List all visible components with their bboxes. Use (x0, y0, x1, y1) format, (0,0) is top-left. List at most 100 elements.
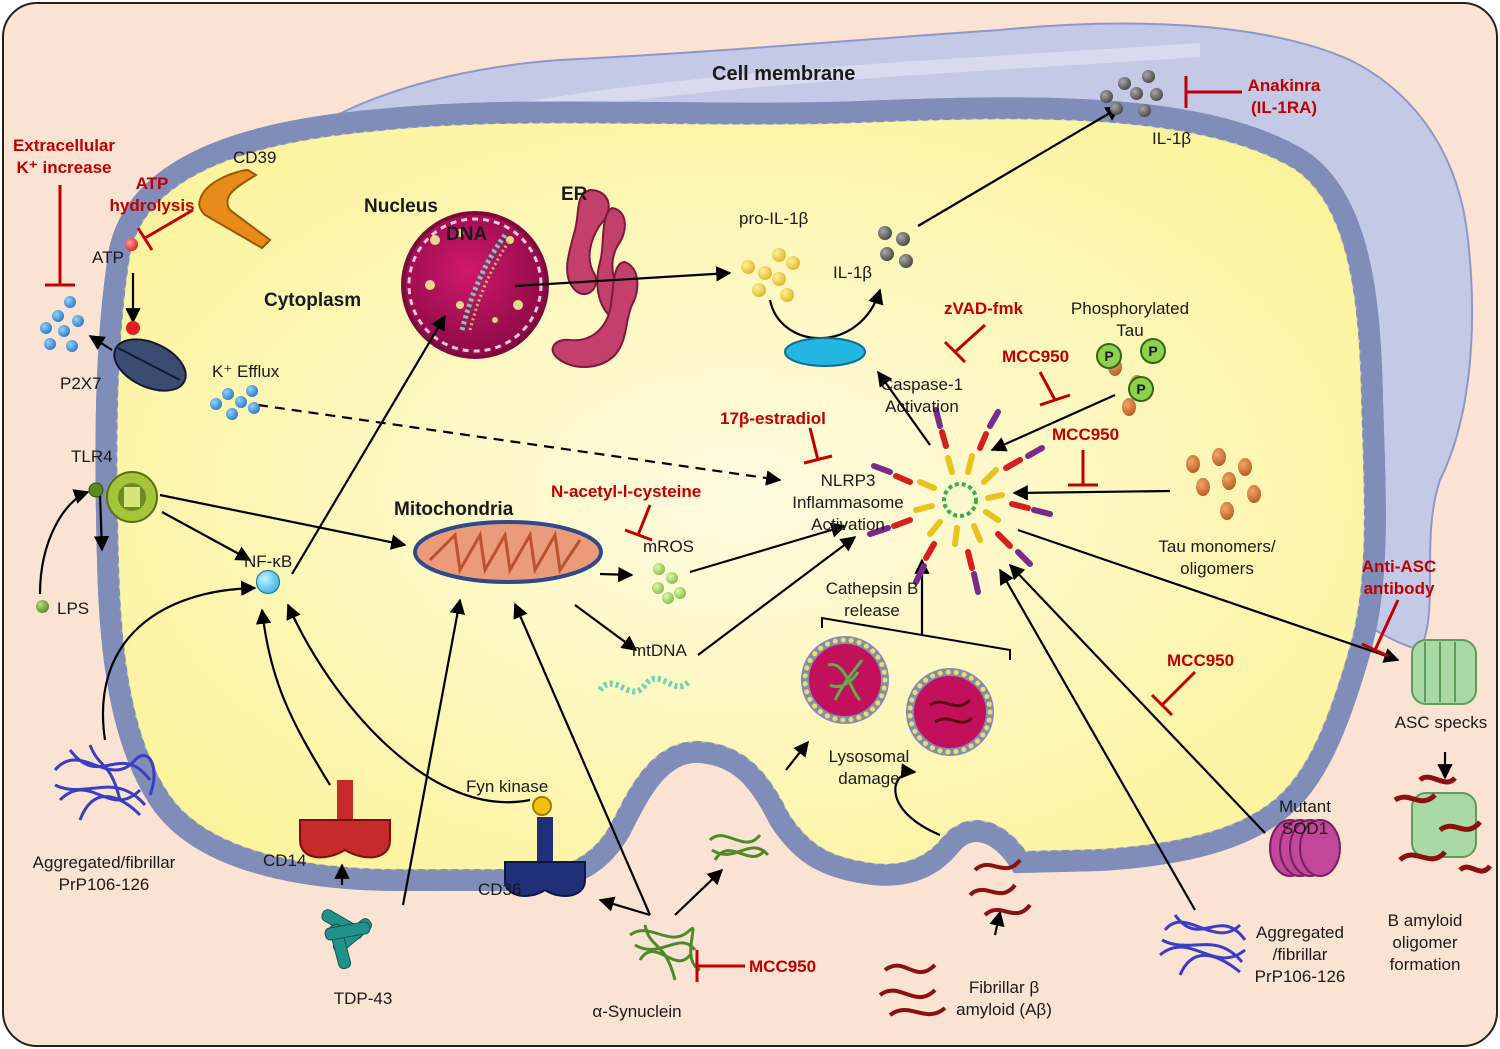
mutant-sod1-icon (1269, 819, 1341, 877)
extracellular-k-label-2: K⁺ increase (16, 158, 112, 177)
nlrp3-inflammasome-icon (867, 407, 1053, 595)
phospho-label-3: P (1136, 381, 1146, 397)
lysosomal-label-2: damage (838, 769, 900, 788)
fyn-kinase-dot (532, 796, 552, 816)
cd36-label: CD36 (478, 880, 522, 899)
anti-asc-label-1: Anti-ASC (1361, 557, 1437, 576)
ptau-label-2: Tau (1116, 321, 1144, 340)
inhibitor-lines (45, 76, 1400, 982)
mitochondria-label: Mitochondria (394, 499, 514, 520)
pathway-arrows (38, 106, 1453, 936)
prp-right-label-2: /fibrillar (1272, 945, 1328, 964)
bamyloid-label-1: B amyloid (1387, 911, 1463, 930)
asyn-label: α-Synuclein (592, 1002, 682, 1021)
phospho-marker-2: P (1140, 338, 1166, 364)
prp-left-label-1: Aggregated/fibrillar (32, 853, 176, 872)
nlrp3-label-2: Inflammasome (792, 493, 904, 512)
mitochondria (413, 520, 603, 584)
fibrillar-ab-label-1: Fibrillar β (968, 978, 1040, 997)
prp-left-label-2: PrP106-126 (58, 875, 150, 894)
prp-right-label-1: Aggregated (1256, 923, 1344, 942)
atp-hydrolysis-label-2: hydrolysis (109, 196, 195, 215)
tlr4-label: TLR4 (71, 447, 113, 466)
fibrillar-ab-icon (878, 858, 1032, 1017)
phospho-label-2: P (1148, 343, 1158, 359)
cd39-icon (198, 168, 272, 250)
atp-label: ATP (92, 248, 124, 267)
cd36-icon (504, 796, 586, 897)
tau-monomers-label-2: oligomers (1180, 559, 1254, 578)
nlrp3-label-3: Activation (811, 515, 885, 534)
pro-il1b-label: pro-IL-1β (739, 209, 809, 228)
tau-monomers-label-1: Tau monomers/ (1158, 537, 1276, 556)
zvad-fmk-label: zVAD-fmk (944, 299, 1024, 318)
ptau-label-1: Phosphorylated (1070, 299, 1190, 318)
p2x7-label: P2X7 (60, 374, 102, 393)
nfkb-label: NF-κB (244, 552, 293, 571)
anakinra-label-1: Anakinra (1247, 76, 1321, 95)
aggregated-prp-right-icon (1159, 914, 1247, 976)
lps-label: LPS (57, 599, 90, 618)
tdp43-icon (321, 909, 372, 970)
mros-label: mROS (643, 537, 694, 556)
mutant-sod1-label-2: SOD1 (1281, 819, 1329, 838)
mcc950-sod1-label: MCC950 (1167, 651, 1235, 670)
mutant-sod1-label-1: Mutant (1279, 797, 1331, 816)
mtdna-icon (597, 675, 693, 695)
lysosome-2 (906, 668, 994, 756)
anti-asc-label-2: antibody (1363, 579, 1435, 598)
cathepsin-label-1: Cathepsin B (825, 579, 919, 598)
b-amyloid-oligomer-icon (1393, 774, 1493, 874)
mtdna-label: mtDNA (632, 641, 687, 660)
fyn-kinase-label: Fyn kinase (466, 777, 549, 796)
nac-label: N-acetyl-l-cysteine (551, 482, 702, 501)
bamyloid-label-3: formation (1389, 955, 1461, 974)
il1b-outer-label: IL-1β (1152, 129, 1192, 148)
tlr4-icon (88, 471, 158, 523)
fibrillar-ab-label-2: amyloid (Aβ) (956, 1000, 1052, 1019)
caspase1-label-1: Caspase-1 (880, 375, 964, 394)
k-efflux-label: K⁺ Efflux (212, 362, 280, 381)
dna-label: DNA (446, 224, 488, 245)
asc-specks-icon (1411, 639, 1477, 705)
lysosome-1 (801, 636, 889, 724)
p2x7-icon (113, 321, 187, 392)
atp-dot (125, 238, 138, 251)
nucleus-label: Nucleus (364, 196, 438, 217)
asc-specks-label: ASC specks (1394, 713, 1488, 732)
lysosomal-label-1: Lysosomal (828, 747, 910, 766)
caspase1-label-2: Activation (885, 397, 959, 416)
nfkb-dot (256, 570, 280, 594)
nlrp3-label-1: NLRP3 (820, 471, 876, 490)
lysosome-bracket (821, 616, 1011, 660)
bamyloid-label-2: oligomer (1392, 933, 1458, 952)
extracellular-k-label-1: Extracellular (12, 136, 116, 155)
estradiol-label: 17β-estradiol (720, 409, 826, 428)
lps-dot (36, 600, 49, 613)
caspase-1-icon (784, 337, 866, 367)
aggregated-prp-left-icon (53, 744, 156, 821)
cell-membrane-label: Cell membrane (712, 63, 856, 85)
alpha-synuclein-vesicle-icon (708, 833, 770, 861)
atp-hydrolysis-label-1: ATP (135, 174, 169, 193)
cd14-label: CD14 (263, 851, 307, 870)
mcc950-ptau-label: MCC950 (1002, 347, 1070, 366)
phospho-label-1: P (1104, 348, 1114, 364)
anakinra-label-2: (IL-1RA) (1250, 98, 1318, 117)
er-label: ER (561, 184, 588, 205)
cd14-icon (299, 780, 391, 859)
cd39-label: CD39 (233, 148, 277, 167)
alpha-synuclein-icon (629, 924, 701, 981)
il1b-inner-label: IL-1β (833, 263, 873, 282)
prp-right-label-3: PrP106-126 (1254, 967, 1346, 986)
cathepsin-label-2: release (844, 601, 900, 620)
phospho-marker-1: P (1096, 343, 1122, 369)
cytoplasm-label: Cytoplasm (264, 290, 362, 311)
phospho-marker-3: P (1128, 376, 1154, 402)
k-efflux-dashed-arrow (257, 403, 782, 486)
mcc950-asyn-label: MCC950 (749, 957, 817, 976)
tdp43-label: TDP-43 (333, 989, 393, 1008)
endoplasmic-reticulum (551, 188, 639, 368)
